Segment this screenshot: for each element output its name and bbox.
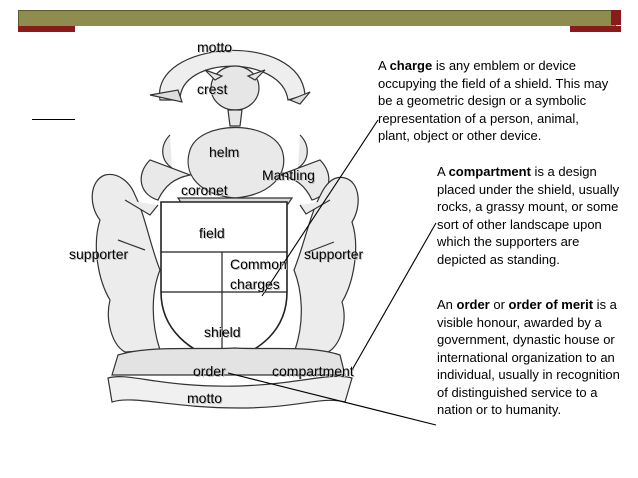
crest-eagle xyxy=(204,65,266,127)
label-coronet: coronet xyxy=(181,182,228,198)
label-helm: helm xyxy=(209,144,240,160)
label-motto-top: motto xyxy=(197,39,233,55)
accent-gap xyxy=(75,26,570,32)
header-tab xyxy=(611,10,621,25)
label-supporter-left: supporter xyxy=(69,246,129,262)
order-pointer-line xyxy=(227,372,437,426)
label-crest: crest xyxy=(197,81,228,97)
label-mantling: Mantling xyxy=(262,167,315,183)
label-common-charges-line2: charges xyxy=(230,276,280,292)
term-order: order xyxy=(456,297,490,312)
label-order: order xyxy=(193,363,226,379)
label-motto-bottom: motto xyxy=(187,390,223,406)
term-order-of-merit: order of merit xyxy=(508,297,594,312)
helm-and-mantling xyxy=(140,126,330,201)
label-compartment: compartment xyxy=(272,363,354,379)
term-charge: charge xyxy=(389,58,433,73)
definition-charge: A charge is any emblem or device occupyi… xyxy=(378,58,609,143)
label-supporter-right: supporter xyxy=(304,246,364,262)
motto-scroll-bottom xyxy=(107,375,353,409)
label-shield: shield xyxy=(204,324,241,340)
compartment-ground xyxy=(111,347,346,376)
definition-order: An order or order of merit is a visible … xyxy=(437,297,620,417)
supporter-right-figure xyxy=(293,176,359,353)
supporter-left-figure xyxy=(91,173,161,353)
compartment-pointer-line xyxy=(351,222,437,371)
term-compartment: compartment xyxy=(448,164,531,179)
label-field: field xyxy=(199,225,225,241)
definition-compartment: A compartment is a design placed under t… xyxy=(437,164,620,267)
label-common-charges-line1: Common xyxy=(230,256,287,272)
charge-pointer-line xyxy=(261,119,379,297)
side-rule xyxy=(32,119,75,120)
